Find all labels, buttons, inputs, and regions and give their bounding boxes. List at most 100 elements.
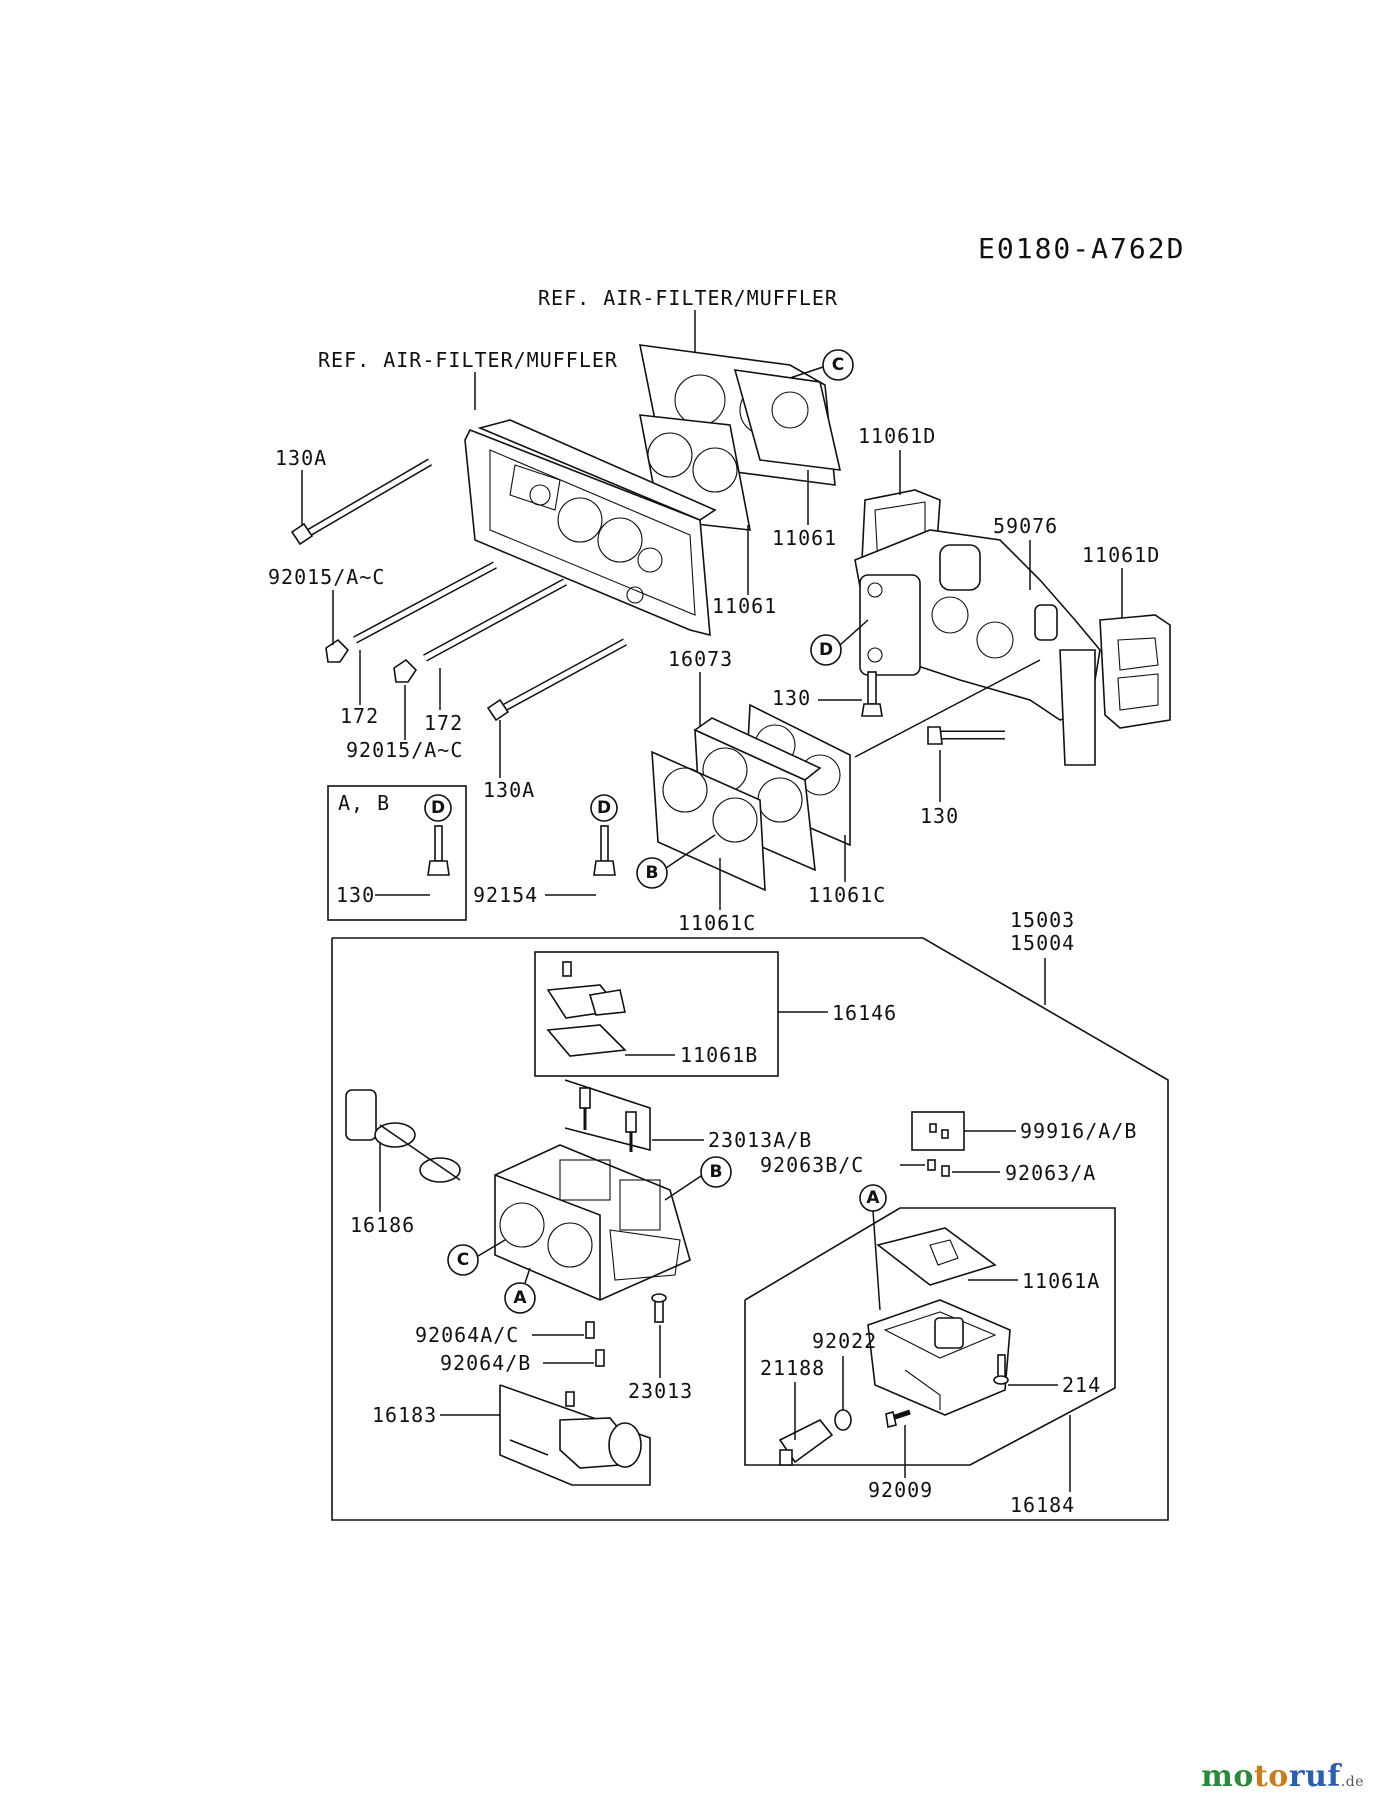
- label-11061-lower: 11061: [712, 594, 777, 618]
- callout-d-box-text: D: [431, 798, 445, 818]
- label-11061A: 11061A: [1022, 1269, 1100, 1293]
- bolt-130-box: [427, 825, 450, 876]
- gasket-11061A: [876, 1227, 997, 1286]
- leader-callout-a-bowl: [872, 1210, 881, 1311]
- bolt-130A-upper: [290, 458, 433, 546]
- callout-c-top: [822, 349, 854, 381]
- label-130-manifold-right: 130: [920, 804, 959, 828]
- nut-92015-right: [393, 658, 418, 683]
- bolt-130-manifold-left: [861, 671, 883, 717]
- callout-c-top-text: C: [832, 355, 844, 375]
- callout-d-box: [424, 794, 452, 822]
- label-16183: 16183: [372, 1403, 437, 1427]
- label-92064AC: 92064A/C: [415, 1323, 519, 1347]
- callout-a-bowl-text: A: [866, 1188, 880, 1208]
- callout-c-carb: [447, 1244, 479, 1276]
- bolt-130-manifold-right: [927, 726, 1005, 745]
- label-11061C-right: 11061C: [808, 883, 886, 907]
- label-11061C-bottom: 11061C: [678, 911, 756, 935]
- gasket-11061D-right: [1099, 614, 1171, 729]
- label-99916: 99916/A/B: [1020, 1119, 1137, 1143]
- screw-92064-group: [585, 1293, 667, 1367]
- callout-b-insulator: [636, 857, 668, 889]
- leader-callout-b-carb: [664, 1175, 702, 1201]
- jet-99916-b: [941, 1129, 949, 1139]
- stud-172-right: [423, 578, 567, 662]
- label-92015-bottom: 92015/A~C: [346, 738, 463, 762]
- leader-callout-b-insulator: [665, 834, 716, 869]
- callout-a-carb-text: A: [513, 1288, 527, 1308]
- label-92063BC: 92063B/C: [760, 1153, 864, 1177]
- choke-16186: [345, 1089, 461, 1183]
- carburetor-body: [494, 1144, 691, 1301]
- bolt-92154: [593, 825, 616, 876]
- leader-callout-c-top: [789, 366, 824, 379]
- label-23013: 23013: [628, 1379, 693, 1403]
- label-92154: 92154: [473, 883, 538, 907]
- callout-b-carb: [700, 1156, 732, 1188]
- ref-air-filter-label-left: REF. AIR-FILTER/MUFFLER: [318, 348, 618, 372]
- label-11061B: 11061B: [680, 1043, 758, 1067]
- label-172-left: 172: [340, 704, 379, 728]
- watermark-logo: motoruf.de: [1201, 1759, 1364, 1794]
- label-11061D-left: 11061D: [858, 424, 936, 448]
- set-box-label: A, B: [338, 791, 390, 815]
- label-92064B: 92064/B: [440, 1351, 531, 1375]
- screw-92009: [885, 1409, 911, 1428]
- set-box-ab: [327, 785, 467, 921]
- diagram-code: E0180-A762D: [978, 232, 1185, 265]
- label-214: 214: [1062, 1373, 1101, 1397]
- callout-b-insulator-text: B: [646, 863, 659, 883]
- air-filter-base: [464, 419, 717, 637]
- label-92063A: 92063/A: [1005, 1161, 1096, 1185]
- leader-callout-a-carb: [524, 1267, 531, 1284]
- callout-c-carb-text: C: [457, 1250, 469, 1270]
- jet-box-23013AB: [564, 1079, 651, 1152]
- callout-d-92154-text: D: [597, 798, 611, 818]
- leader-callout-c-carb: [477, 1239, 506, 1257]
- label-59076: 59076: [993, 514, 1058, 538]
- jet-23013AB-parts: [579, 1087, 637, 1152]
- leader-callout-d-manifold: [839, 619, 869, 646]
- ref-air-filter-label-top: REF. AIR-FILTER/MUFFLER: [538, 286, 838, 310]
- label-130-manifold-left: 130: [772, 686, 811, 710]
- solenoid-21188: [778, 1418, 834, 1466]
- label-15003: 15003: [1010, 908, 1075, 932]
- label-21188: 21188: [760, 1356, 825, 1380]
- intake-manifold-59076: [854, 529, 1101, 766]
- jet-92063A: [941, 1165, 950, 1177]
- label-130A-top: 130A: [275, 446, 327, 470]
- label-23013AB: 23013A/B: [708, 1128, 812, 1152]
- label-172-right: 172: [424, 711, 463, 735]
- label-92022: 92022: [812, 1329, 877, 1353]
- label-16186: 16186: [350, 1213, 415, 1237]
- callout-d-manifold-text: D: [819, 640, 833, 660]
- carburetor-frame: [331, 937, 1169, 1521]
- float-bowl: [867, 1299, 1011, 1416]
- leader-manifold-link: [854, 659, 1041, 758]
- jet-box-99916: [911, 1111, 965, 1151]
- oring-92022: [834, 1409, 852, 1431]
- bolt-130A-lower: [486, 638, 627, 722]
- callout-a-carb: [504, 1282, 536, 1314]
- callout-b-carb-text: B: [710, 1162, 723, 1182]
- valve-16183-parts: [509, 1391, 642, 1469]
- jet-99916-a: [929, 1123, 937, 1133]
- screw-214: [993, 1354, 1009, 1385]
- gasket-11061C-front: [651, 750, 766, 892]
- nut-92015-left: [325, 638, 350, 663]
- label-92009: 92009: [868, 1478, 933, 1502]
- label-16184: 16184: [1010, 1493, 1075, 1517]
- label-16073: 16073: [668, 647, 733, 671]
- label-11061-upper: 11061: [772, 526, 837, 550]
- label-130-box: 130: [336, 883, 375, 907]
- kit-box-16146: [534, 951, 779, 1077]
- kit-16146-parts: [546, 961, 627, 1057]
- label-16146: 16146: [832, 1001, 897, 1025]
- callout-d-92154: [590, 794, 618, 822]
- stud-172-left: [353, 561, 497, 644]
- label-15004: 15004: [1010, 931, 1075, 955]
- float-bowl-frame: [744, 1207, 1116, 1466]
- callout-d-manifold: [810, 634, 842, 666]
